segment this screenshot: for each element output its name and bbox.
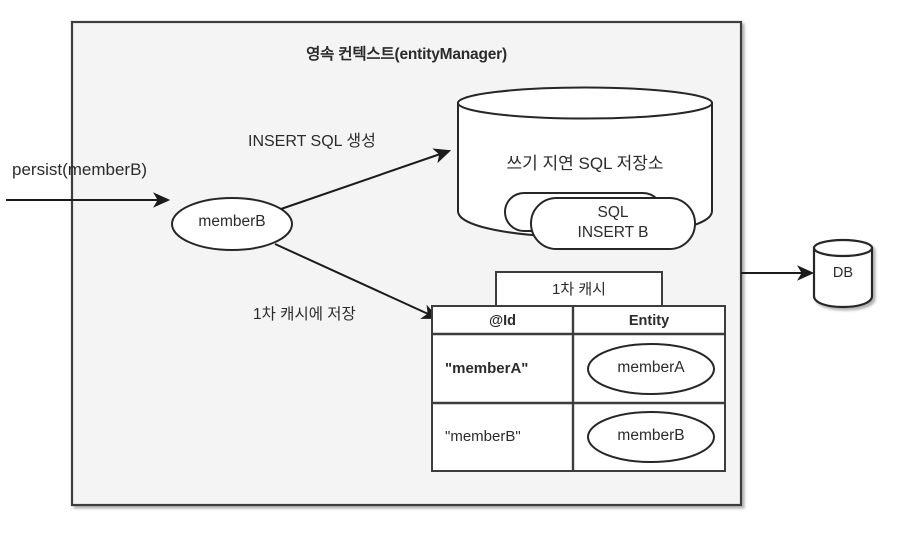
table-header-entity: Entity (628, 313, 670, 329)
persist-call-label: persist(memberB) (12, 160, 148, 179)
first-level-cache-caption: 1차 캐시 (552, 281, 606, 298)
persistence-context-title: 영속 컨텍스트(entityManager) (306, 46, 507, 63)
edge-label-insert-sql: INSERT SQL 생성 (248, 133, 376, 150)
table-row-0-id: "memberA" (445, 360, 529, 377)
table-header-id: @Id (488, 313, 517, 329)
table-row-0-entity: memberA (617, 359, 685, 376)
database-cylinder (812, 238, 874, 309)
queued-sql-line-2: INSERT B (577, 223, 649, 241)
table-row-1-entity: memberB (617, 427, 685, 444)
first-level-cache-table (431, 305, 726, 472)
edge-label-first-cache: 1차 캐시에 저장 (253, 306, 356, 323)
entity-node-label: memberB (198, 213, 266, 230)
edge-insert-sql-arrow (280, 148, 452, 210)
sql-store-title: 쓰기 지연 SQL 저장소 (506, 154, 664, 173)
queued-sql-text: SQL INSERT B (531, 203, 695, 243)
database-label: DB (832, 265, 854, 281)
entity-node-memberb (171, 197, 293, 251)
queued-sql-card-front (530, 197, 696, 250)
edge-first-cache-arrow (274, 243, 440, 319)
queued-sql-line-1: SQL (597, 204, 629, 221)
table-row-1-id: "memberB" (445, 428, 521, 445)
